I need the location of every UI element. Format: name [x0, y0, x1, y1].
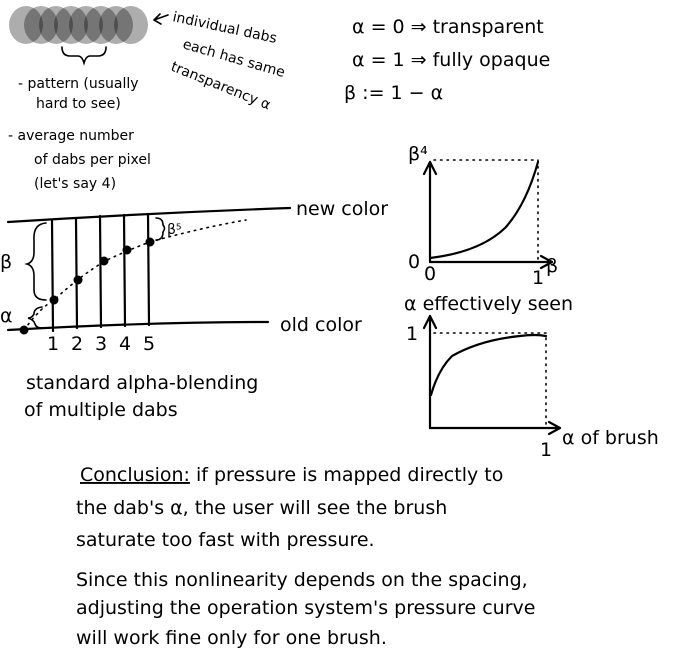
- pattern-label-line-1: - pattern (usually: [18, 76, 139, 92]
- conclusion-line-3: saturate too fast with pressure.: [76, 529, 375, 551]
- pattern-brace: [61, 46, 107, 66]
- blend-caption-line-1: standard alpha-blending: [26, 372, 258, 394]
- dab-number-1: 1: [47, 333, 59, 355]
- dab-8: [114, 6, 148, 44]
- beta4-zero-x: 0: [424, 263, 436, 285]
- beta-definition: β := 1 − α: [344, 82, 443, 104]
- beta4-x-label: β: [546, 255, 558, 277]
- alpha-seen-x-one: 1: [540, 439, 552, 461]
- dab-5: [69, 6, 103, 44]
- beta4-curve: [428, 160, 540, 260]
- alpha-seen-y-axis: [422, 314, 438, 430]
- conclusion-line-5: adjusting the operation system's pressur…: [76, 597, 535, 619]
- beta4-one-x: 1: [532, 267, 544, 289]
- alpha-zero-legend: α = 0 ⇒ transparent: [352, 16, 544, 38]
- dab-line-3: [98, 214, 103, 329]
- conclusion-heading: Conclusion:: [80, 464, 190, 486]
- dab-line-2: [74, 217, 79, 330]
- alpha-seen-graph: [422, 314, 562, 436]
- dab-row: [9, 6, 148, 44]
- alpha-seen-x-axis: [428, 420, 562, 436]
- alpha-one-legend: α = 1 ⇒ fully opaque: [352, 49, 550, 71]
- dab-number-3: 3: [95, 333, 107, 355]
- dab-line-1: [50, 219, 55, 333]
- alpha-seen-x-label: α of brush: [562, 427, 659, 449]
- old-color-line: [6, 320, 270, 332]
- dab-1: [9, 6, 43, 44]
- conclusion-line-6: will work fine only for one brush.: [76, 627, 387, 649]
- alpha-seen-curve: [429, 333, 548, 397]
- beta5-brace: [155, 217, 166, 241]
- pattern-label-line-2: hard to see): [36, 96, 121, 112]
- dab-number-2: 2: [71, 333, 83, 355]
- blend-curve: [23, 219, 247, 331]
- blend-caption-line-2: of multiple dabs: [24, 399, 178, 421]
- average-label-line-1: - average number: [8, 128, 134, 144]
- beta4-y-axis: [422, 160, 438, 264]
- blend-point-2: [73, 275, 83, 285]
- conclusion-line-1: Conclusion: if pressure is mapped direct…: [80, 464, 503, 486]
- beta5-label: β⁵: [167, 222, 182, 238]
- dab-7: [99, 6, 133, 44]
- alpha-seen-title: α effectively seen: [404, 293, 573, 315]
- new-color-label: new color: [296, 198, 388, 220]
- beta4-bound: [433, 159, 539, 263]
- average-label-line-3: (let's say 4): [34, 176, 116, 192]
- blend-point-0: [19, 325, 29, 335]
- conclusion-line-1-text: if pressure is mapped directly to: [190, 464, 503, 486]
- alpha-seen-y-one: 1: [406, 323, 418, 345]
- blend-point-5: [145, 237, 155, 247]
- alpha-brace: [27, 306, 43, 329]
- new-color-line: [6, 206, 292, 224]
- conclusion-line-4: Since this nonlinearity depends on the s…: [76, 569, 528, 591]
- dab-4: [54, 6, 88, 44]
- dab-2: [24, 6, 58, 44]
- beta-brace: [24, 222, 47, 301]
- dab-number-4: 4: [119, 333, 131, 355]
- alpha-seen-bound: [433, 332, 547, 429]
- average-label-line-2: of dabs per pixel: [34, 152, 151, 168]
- beta4-graph: [422, 159, 554, 270]
- blend-point-3: [99, 256, 109, 266]
- dab-6: [84, 6, 118, 44]
- beta-brace-label: β: [0, 251, 12, 273]
- beta4-zero-y: 0: [408, 251, 420, 273]
- alpha-brace-label: α: [0, 305, 13, 327]
- conclusion: Conclusion: if pressure is mapped direct…: [76, 464, 535, 649]
- blend-point-1: [49, 295, 59, 305]
- dab-number-5: 5: [143, 333, 155, 355]
- beta4-y-label: β⁴: [408, 143, 428, 165]
- beta4-x-axis: [428, 254, 554, 270]
- dab-arrow-icon: [153, 13, 169, 25]
- blending-diagram: [6, 206, 292, 335]
- conclusion-line-2: the dab's α, the user will see the brush: [76, 497, 447, 519]
- dab-line-5: [146, 212, 151, 327]
- old-color-label: old color: [280, 314, 362, 336]
- dab-3: [39, 6, 73, 44]
- blend-point-4: [122, 245, 132, 255]
- dab-line-4: [122, 213, 127, 328]
